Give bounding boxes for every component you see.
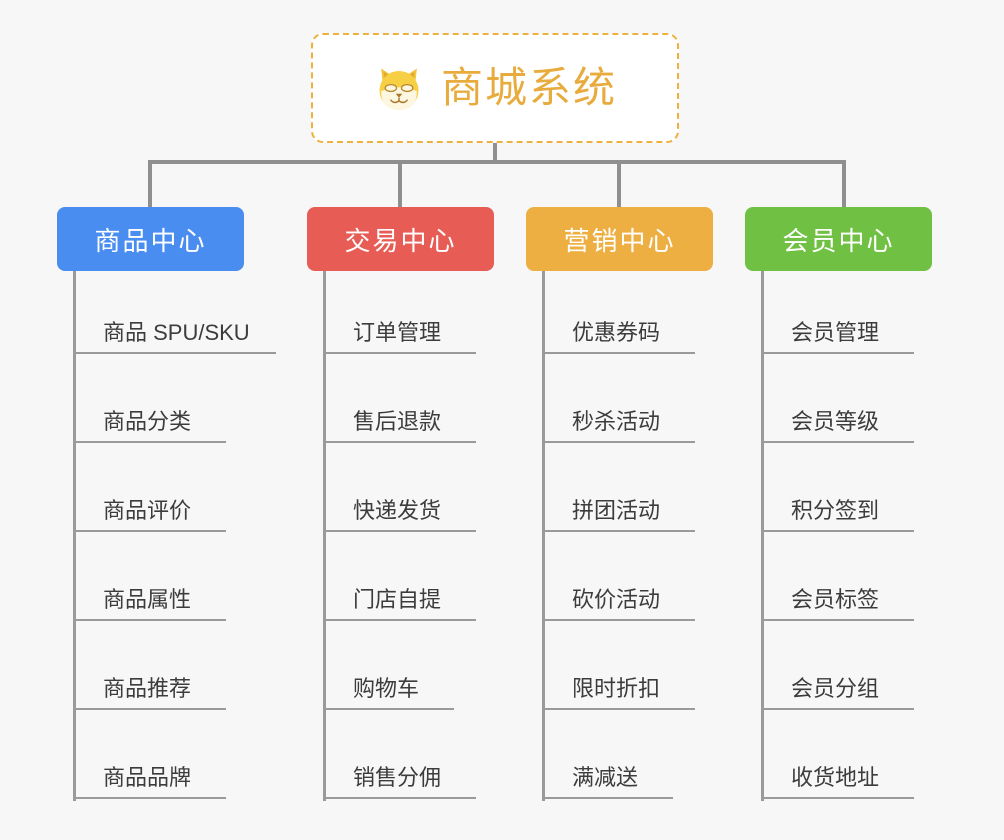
root-stem-connector — [493, 143, 497, 162]
leaf-item[interactable]: 积分签到 — [761, 496, 914, 532]
shiba-dog-icon — [379, 68, 419, 111]
branch-spine-4 — [761, 271, 764, 801]
drop-connector-3 — [617, 160, 621, 207]
leaf-item[interactable]: 会员标签 — [761, 585, 914, 621]
leaf-item[interactable]: 收货地址 — [761, 763, 914, 799]
branch-header-商品中心[interactable]: 商品中心 — [57, 207, 244, 271]
leaf-item[interactable]: 限时折扣 — [542, 674, 695, 710]
root-title: 商城系统 — [440, 64, 617, 111]
root-node[interactable]: 商城系统 — [311, 33, 679, 143]
branch-header-营销中心[interactable]: 营销中心 — [526, 207, 713, 271]
horizontal-bus-connector — [148, 160, 846, 164]
leaf-item[interactable]: 会员管理 — [761, 318, 914, 354]
leaf-item[interactable]: 商品属性 — [73, 585, 226, 621]
leaf-item[interactable]: 优惠券码 — [542, 318, 695, 354]
leaf-item[interactable]: 秒杀活动 — [542, 407, 695, 443]
leaf-item[interactable]: 销售分佣 — [323, 763, 476, 799]
leaf-item[interactable]: 会员等级 — [761, 407, 914, 443]
leaf-item[interactable]: 门店自提 — [323, 585, 476, 621]
leaf-item[interactable]: 商品 SPU/SKU — [73, 318, 276, 354]
leaf-item[interactable]: 购物车 — [323, 674, 454, 710]
leaf-item[interactable]: 商品品牌 — [73, 763, 226, 799]
leaf-item[interactable]: 满减送 — [542, 763, 673, 799]
drop-connector-1 — [148, 160, 152, 207]
leaf-item[interactable]: 商品评价 — [73, 496, 226, 532]
leaf-item[interactable]: 订单管理 — [323, 318, 476, 354]
branch-header-会员中心[interactable]: 会员中心 — [745, 207, 932, 271]
leaf-item[interactable]: 售后退款 — [323, 407, 476, 443]
leaf-item[interactable]: 会员分组 — [761, 674, 914, 710]
leaf-item[interactable]: 快递发货 — [323, 496, 476, 532]
leaf-item[interactable]: 商品分类 — [73, 407, 226, 443]
leaf-item[interactable]: 拼团活动 — [542, 496, 695, 532]
leaf-item[interactable]: 砍价活动 — [542, 585, 695, 621]
branch-spine-1 — [73, 271, 76, 801]
branch-spine-3 — [542, 271, 545, 801]
drop-connector-2 — [398, 160, 402, 207]
drop-connector-4 — [842, 160, 846, 207]
branch-header-交易中心[interactable]: 交易中心 — [307, 207, 494, 271]
branch-spine-2 — [323, 271, 326, 801]
leaf-item[interactable]: 商品推荐 — [73, 674, 226, 710]
